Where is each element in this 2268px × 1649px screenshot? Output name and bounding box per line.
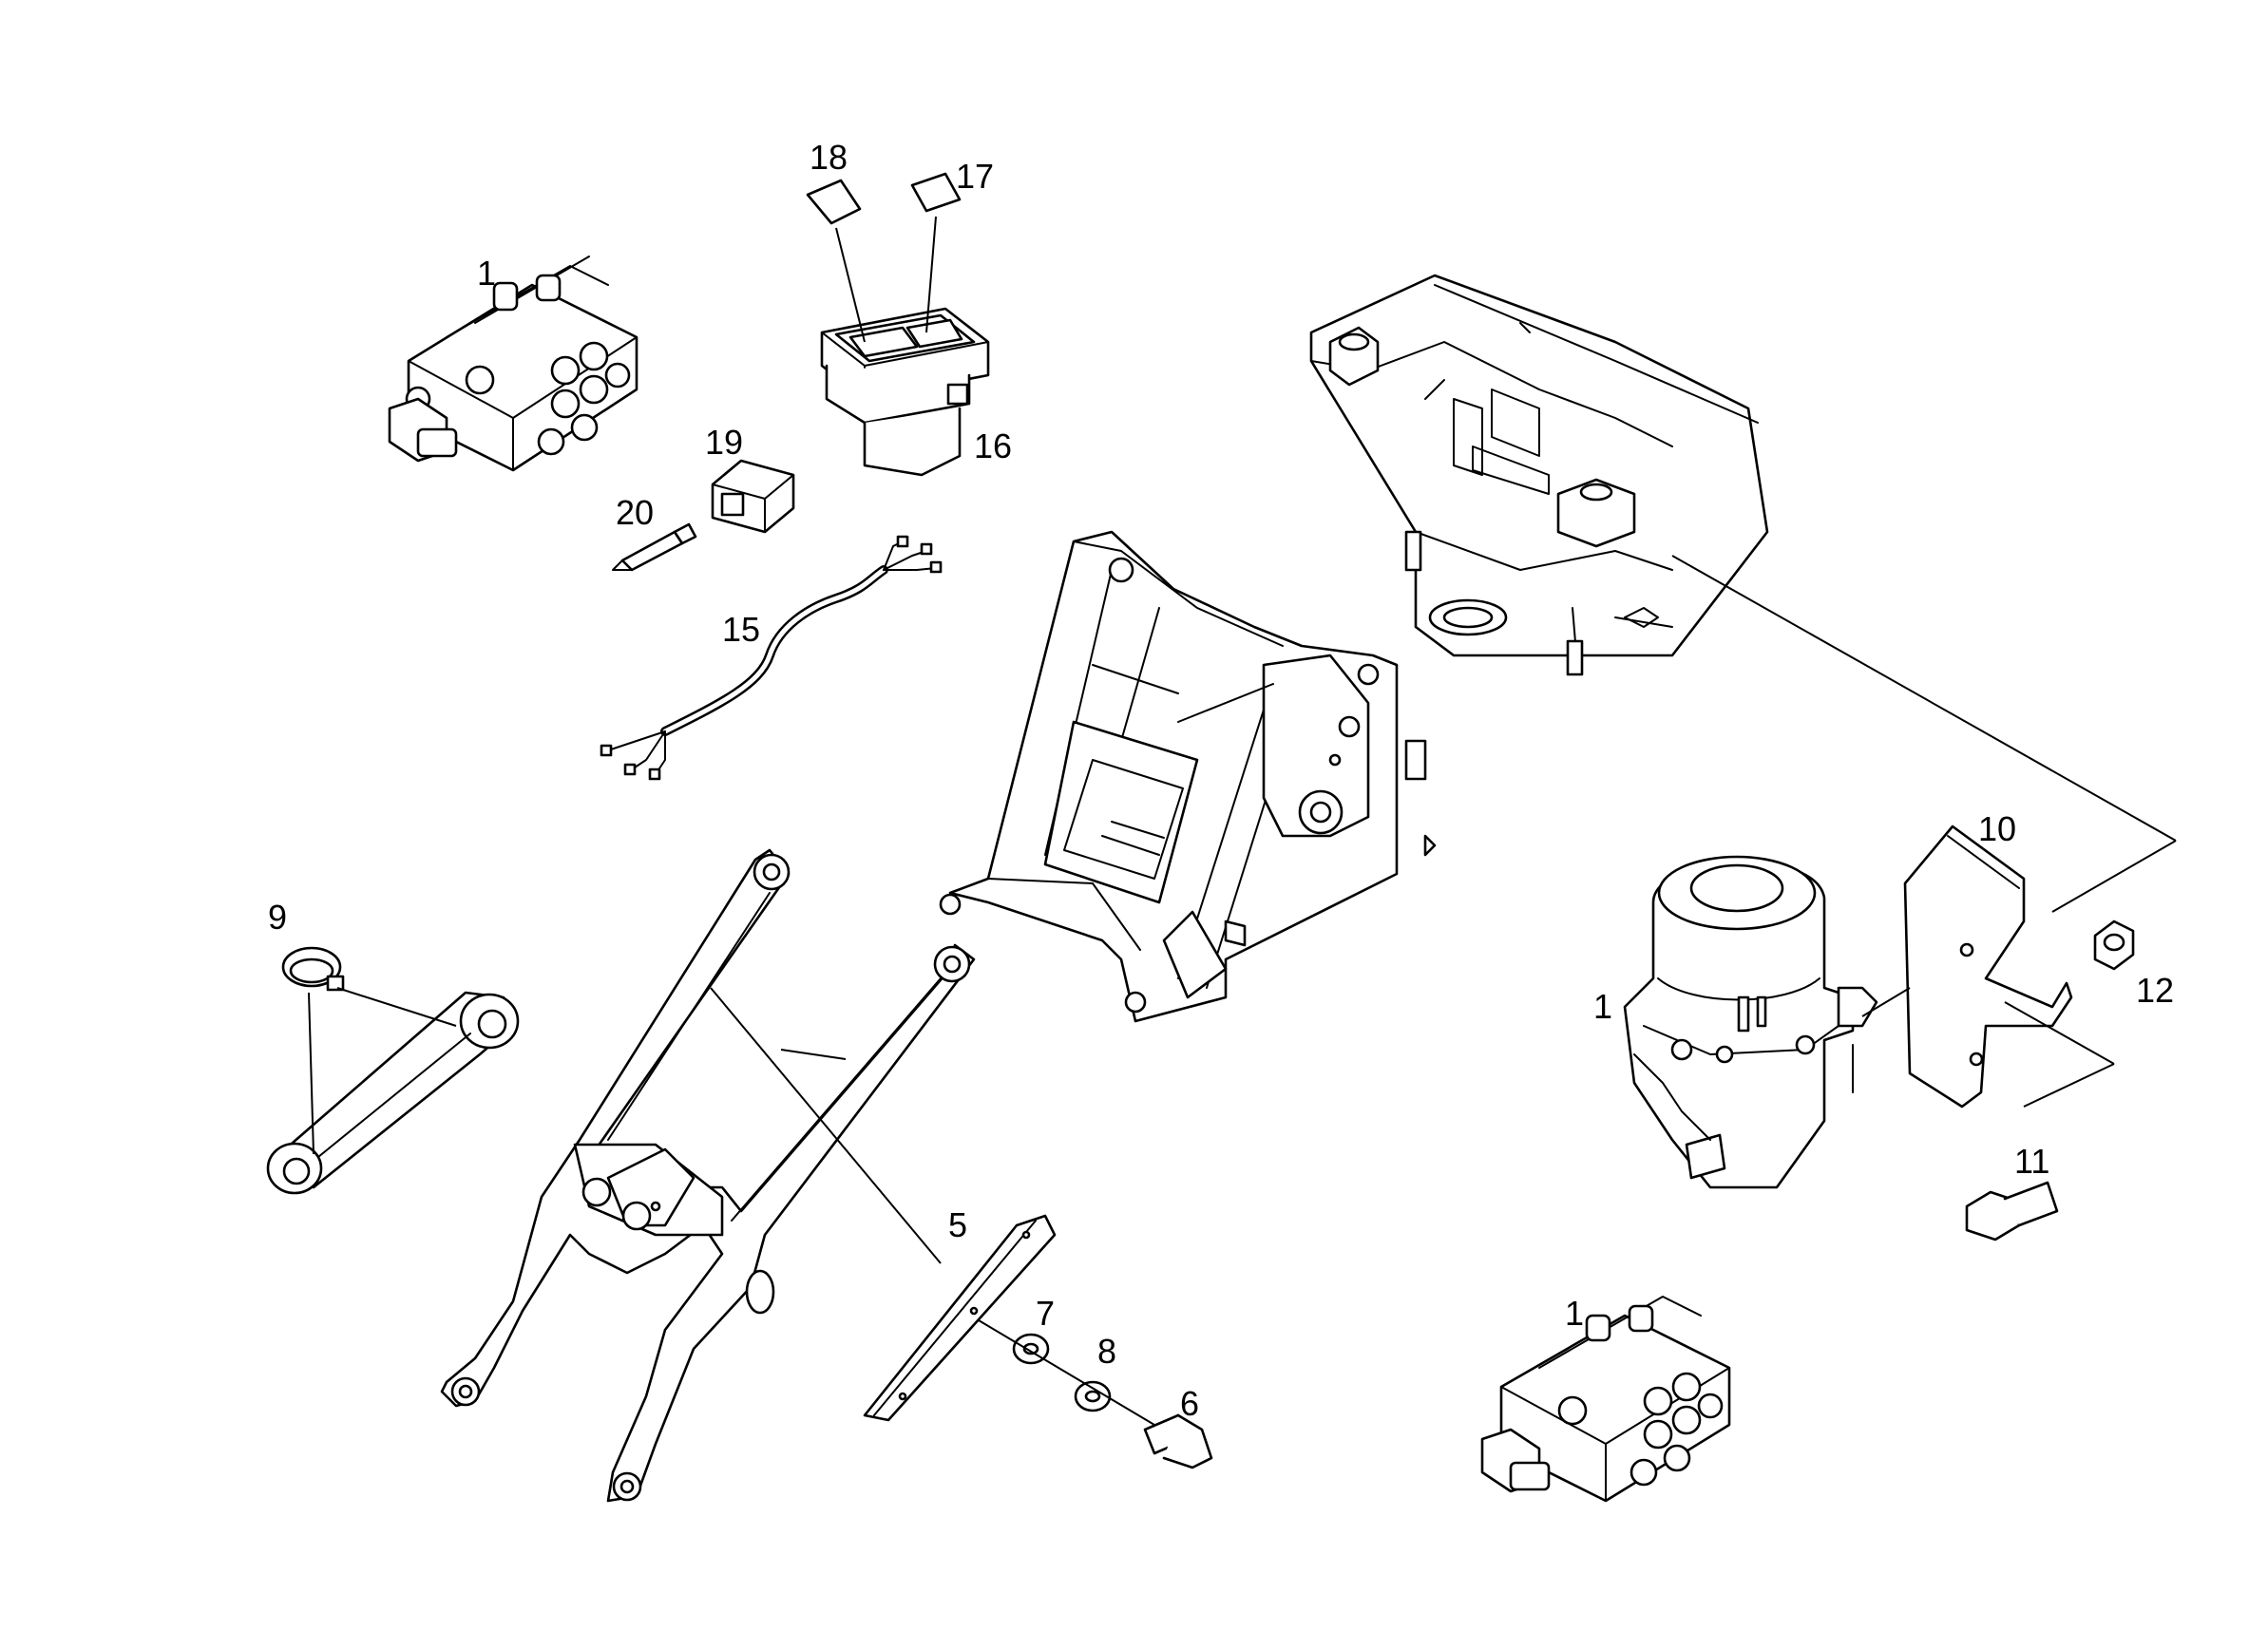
part-10-mounting-bracket: [1903, 824, 2073, 1109]
part-8-washer: [1074, 1380, 1112, 1412]
part-1-valve-block-top: [388, 256, 638, 472]
callout-6: 6: [1180, 1384, 1199, 1423]
callout-12: 12: [2136, 971, 2174, 1010]
part-1-valve-block-bottom: [1480, 1296, 1731, 1503]
part-12-nut: [2093, 919, 2135, 971]
part-17-switch-cap: [910, 172, 962, 213]
part-11-bolt: [1965, 1181, 2059, 1241]
callout-labels: 18 17 1 19 16 20 15 10 9 12 1 11 5 7 8 6…: [268, 138, 2174, 1423]
leader-lines: [308, 216, 2177, 1426]
part-1-lubrication-pump: [1623, 855, 1878, 1189]
chassis-frame-upper: [1309, 274, 1769, 676]
part-20-pin: [612, 522, 697, 572]
callout-1-top: 1: [477, 254, 496, 293]
callout-1-pump: 1: [1593, 987, 1612, 1026]
part-5-mounting-strip: [863, 1214, 1057, 1422]
lift-arm: [440, 848, 976, 1503]
callout-10: 10: [1978, 809, 2016, 848]
part-18-switch-cap: [806, 179, 862, 225]
callout-17: 17: [956, 157, 994, 196]
callout-8: 8: [1097, 1332, 1116, 1371]
loader-tower-frame: [939, 530, 1437, 1023]
part-16-switch-housing: [820, 307, 990, 477]
part-9-hose-clamp: [281, 946, 345, 992]
callout-11: 11: [2014, 1142, 2049, 1181]
callout-15: 15: [722, 610, 760, 649]
part-19-connector: [711, 459, 795, 534]
callout-20: 20: [616, 493, 654, 532]
callout-18: 18: [810, 138, 848, 177]
part-15-wiring-harness: [600, 535, 943, 781]
callout-19: 19: [705, 423, 743, 462]
callout-5: 5: [948, 1205, 967, 1244]
callout-9: 9: [268, 898, 287, 937]
link-rod: [266, 991, 520, 1195]
callout-7: 7: [1036, 1294, 1055, 1333]
callout-16: 16: [974, 426, 1012, 465]
part-6-bolt: [1143, 1413, 1213, 1469]
callout-1-bottom: 1: [1565, 1294, 1584, 1333]
